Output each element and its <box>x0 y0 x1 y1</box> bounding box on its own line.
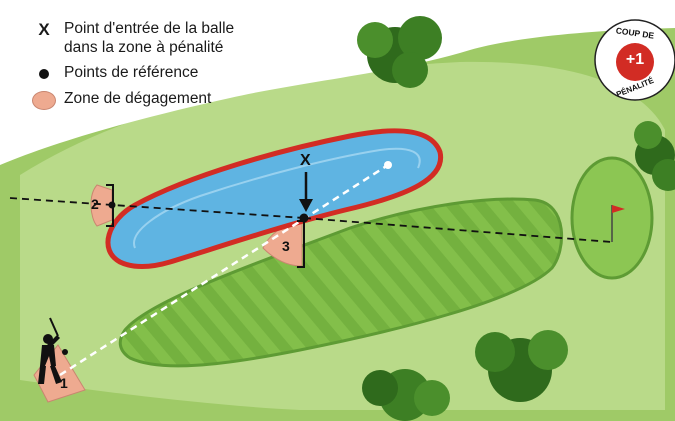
water-highlight <box>133 147 421 249</box>
legend-entry-text: Point d'entrée de la balle dans la zone … <box>64 20 234 57</box>
reference-point-icon <box>39 69 49 80</box>
legend-reference-text: Points de référence <box>64 64 199 82</box>
reference-point-entry <box>299 213 309 223</box>
reference-line-lateral <box>9 197 305 219</box>
penalty-badge <box>594 19 675 101</box>
legend-entry-point: X Point d'entrée de la balle dans la zon… <box>32 20 234 57</box>
reference-point-tee <box>62 349 68 355</box>
ball-trajectory <box>59 163 389 377</box>
tree-icon <box>475 330 568 402</box>
tree-icon <box>362 369 450 421</box>
entry-point-symbol: X <box>38 20 50 39</box>
penalty-area-water <box>105 128 444 269</box>
legend: X Point d'entrée de la balle dans la zon… <box>32 20 234 117</box>
badge-value: +1 <box>625 51 645 68</box>
zone-label-3: 3 <box>282 238 290 254</box>
fairway <box>118 197 563 368</box>
reference-line-flag <box>303 217 613 243</box>
entry-arrowhead <box>299 199 313 212</box>
legend-reference-points: Points de référence <box>32 64 234 83</box>
relief-zone-2 <box>90 184 113 227</box>
legend-relief-zone: Zone de dégagement <box>32 90 234 110</box>
zone-label-2: 2 <box>91 196 99 212</box>
legend-entry-line2: dans la zone à pénalité <box>64 38 224 56</box>
golfer-icon <box>38 317 62 384</box>
flag-icon <box>611 205 625 242</box>
entry-marker-label: X <box>300 152 311 169</box>
golf-ball-icon <box>384 161 392 169</box>
zone-label-1: 1 <box>60 375 68 391</box>
reference-point-2 <box>108 201 116 209</box>
legend-relief-text: Zone de dégagement <box>64 89 212 107</box>
relief-zone-icon <box>32 90 56 110</box>
legend-entry-line1: Point d'entrée de la balle <box>64 20 235 37</box>
tree-icon <box>357 16 442 88</box>
tree-icon <box>634 121 675 191</box>
bracket-zone-3 <box>297 220 305 268</box>
out-of-bounds-white <box>0 0 675 165</box>
